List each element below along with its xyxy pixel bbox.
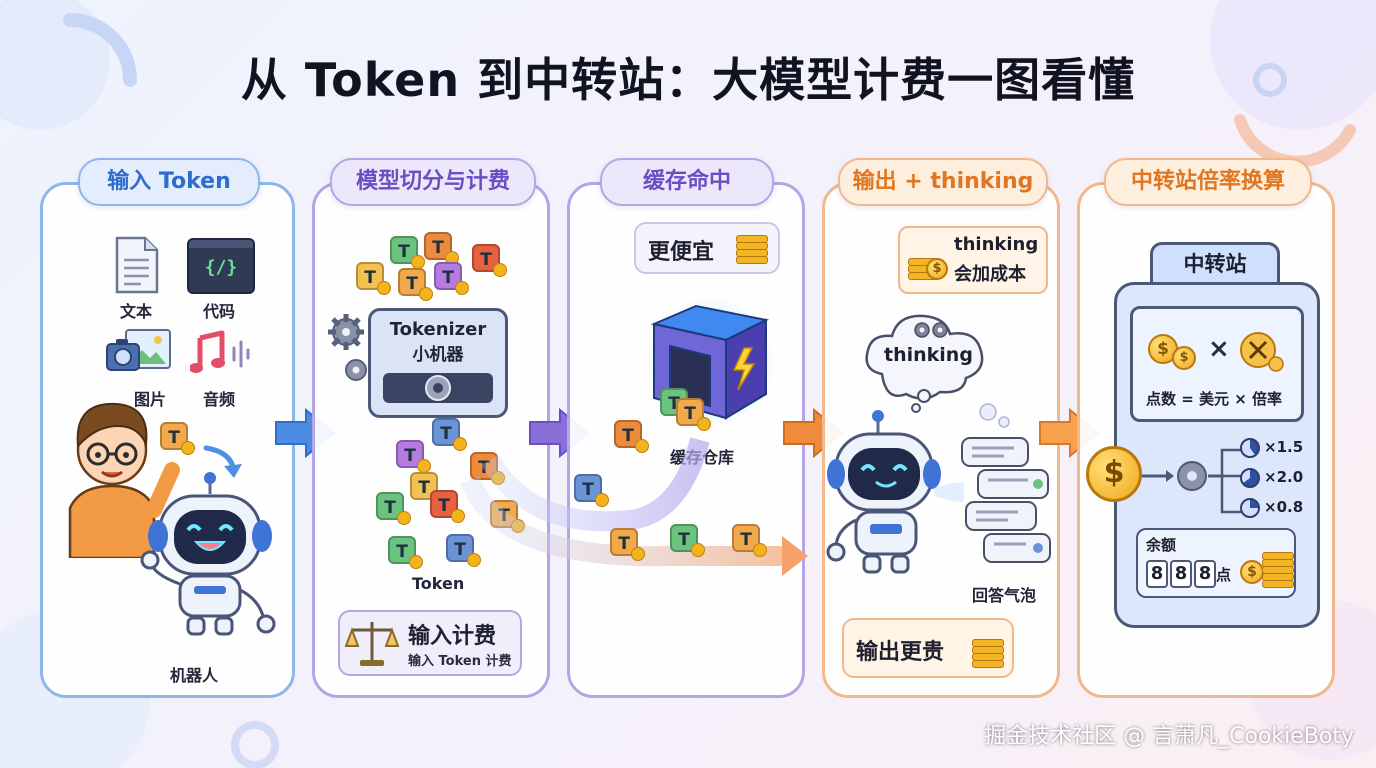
token-held: T [160, 422, 195, 455]
balance-digit: 8 [1170, 560, 1192, 588]
dollar-coin-large: $ [1086, 446, 1142, 502]
audio-label: 音频 [203, 390, 236, 409]
balance-digit: 8 [1146, 560, 1168, 588]
token-label: Token [412, 574, 465, 593]
panel-tag-cache: 缓存命中 [600, 158, 774, 206]
token: T [732, 524, 767, 557]
token: T [676, 398, 711, 431]
rate-1: ×1.5 [1264, 438, 1304, 456]
relay-station-header: 中转站 [1150, 242, 1280, 286]
balance-unit: 点 [1216, 566, 1232, 584]
robot-talking-illustration [826, 410, 964, 574]
coin-stack [1262, 580, 1294, 588]
token: T [376, 492, 411, 525]
token: T [574, 474, 609, 507]
robot-illustration [140, 472, 276, 636]
token: T [670, 524, 705, 557]
gear-icon [328, 314, 367, 381]
rate-3: ×0.8 [1264, 498, 1304, 516]
code-label: 代码 [203, 302, 236, 321]
machine-gear-icon [425, 375, 451, 401]
scale-icon [344, 622, 400, 666]
panel-tag-output-thinking: 输出 + thinking [838, 158, 1048, 206]
image-label: 图片 [134, 390, 167, 409]
coin-stack [1262, 573, 1294, 581]
input-billing-subtitle: 输入 Token 计费 [408, 654, 512, 669]
cheaper-text: 更便宜 [648, 240, 715, 265]
token: T [398, 268, 433, 301]
token: T [472, 244, 507, 277]
rate-branch-lines [1220, 448, 1242, 514]
panel-tag-relay-station: 中转站倍率换算 [1104, 158, 1312, 206]
multiplier-coin-icon [1240, 332, 1284, 372]
coin-stack [736, 249, 768, 257]
rate-gauge-icon [1240, 438, 1260, 458]
text-document-icon [115, 236, 159, 294]
thinking-cloud [865, 314, 984, 413]
code-window-icon: {/} [187, 238, 255, 294]
balance-digit: 8 [1194, 560, 1216, 588]
cheaper-bubble: 更便宜 [634, 222, 780, 274]
multiply-sign: × [1208, 334, 1230, 364]
thinking-cost-line1: thinking [954, 234, 1039, 255]
text-label: 文本 [120, 302, 153, 321]
token: T [396, 440, 431, 473]
cloud-text: thinking [884, 344, 973, 366]
answer-bubbles-label: 回答气泡 [972, 586, 1037, 605]
rate-gauge-icon [1240, 468, 1260, 488]
token-flow-ribbon [460, 437, 808, 576]
code-glyph: {/} [204, 257, 238, 278]
token: T [356, 262, 391, 295]
music-note-icon [190, 330, 250, 373]
image-camera-icon [106, 329, 171, 371]
answer-bubbles [961, 403, 1051, 563]
token: T [388, 536, 423, 569]
rate-gauge-icon [1240, 498, 1260, 518]
coin-stack [972, 639, 1004, 647]
coin-stack [736, 256, 768, 264]
coin-stack [972, 660, 1004, 668]
dollar-coin: $ [1240, 560, 1264, 584]
tokenizer-machine: Tokenizer 小机器 [368, 308, 508, 418]
panel-tag-tokenizer: 模型切分与计费 [330, 158, 536, 206]
coin-stack [1262, 566, 1294, 574]
page-title: 从 Token 到中转站：大模型计费一图看懂 [240, 53, 1136, 107]
person-illustration [68, 402, 180, 558]
coin-stack [1262, 559, 1294, 567]
token: T [390, 236, 425, 269]
token: T [610, 528, 645, 561]
token: T [424, 232, 459, 265]
thinking-cost-line2: 会加成本 [954, 264, 1026, 285]
input-billing-title: 输入计费 [408, 624, 497, 649]
watermark: 掘金技术社区 @ 言萧凡_CookieBoty [984, 724, 1354, 749]
coin-stack [972, 653, 1004, 661]
token: T [614, 420, 649, 453]
panel-tag-input-token: 输入 Token [78, 158, 260, 206]
coin-stack [736, 235, 768, 243]
curved-arrow-down [203, 445, 242, 478]
coin-stack [972, 646, 1004, 654]
rate-2: ×2.0 [1264, 468, 1304, 486]
cloud-gears-icon [914, 322, 948, 338]
token: T [432, 418, 467, 451]
coin-stack [1262, 552, 1294, 560]
conversion-gear-icon [1142, 461, 1224, 491]
coin-stack [736, 242, 768, 250]
token: T [446, 534, 481, 567]
dollar-coin: $ [1172, 346, 1196, 370]
robot-label: 机器人 [170, 666, 219, 685]
dollar-coin: $ [926, 258, 948, 280]
output-pricier-text: 输出更贵 [856, 640, 945, 665]
balance-label: 余额 [1146, 536, 1177, 554]
token: T [434, 262, 469, 295]
machine-subtitle: 小机器 [412, 345, 464, 365]
formula-text: 点数 = 美元 × 倍率 [1146, 390, 1283, 408]
token: T [430, 490, 465, 523]
machine-title: Tokenizer [389, 319, 487, 340]
